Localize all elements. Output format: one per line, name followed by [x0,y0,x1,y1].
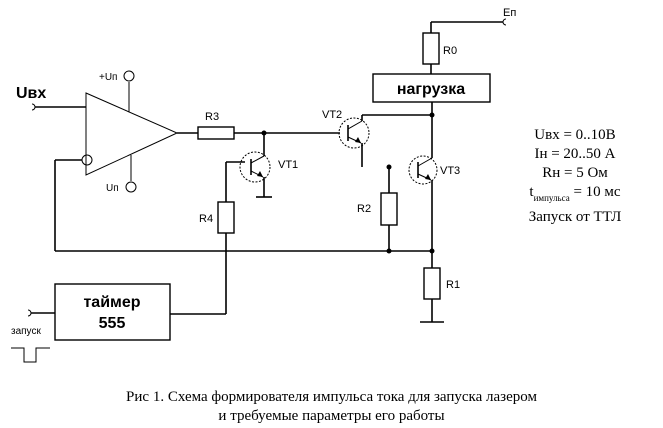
figure-caption: Рис 1. Схема формирователя импульса тока… [0,388,663,426]
caption-line1: Рис 1. Схема формирователя импульса тока… [126,389,537,405]
junction-dot [429,248,435,254]
param-r-load: Rн = 5 Ом [542,165,608,181]
minus-supply-label: Uп [106,183,119,194]
param-pulse-duration: tимпульса = 10 мс [505,183,645,208]
resistor-r3 [197,126,235,140]
timer-555-block [54,283,171,341]
transistor-vt1 [225,133,272,202]
load-label: нагрузка [397,81,465,98]
vt2-label: VT2 [322,109,342,121]
load-block [372,73,491,103]
junction-dot [386,248,392,254]
param-i-load: Iн = 20..50 А [534,146,616,162]
t-subscript: импульса [533,193,570,203]
resistor-r1 [423,267,441,300]
r2-label: R2 [357,203,371,215]
timer-label-line1: таймер [83,294,140,311]
inverting-input-marker [81,154,93,166]
transistor-vt2 [338,114,432,167]
parameters-block: Uвх = 0..10В Iн = 20..50 А Rн = 5 Ом tим… [505,126,645,227]
t-value: = 10 мс [569,184,621,200]
resistor-r2 [380,192,398,226]
supply-label: Eп [503,7,516,19]
trigger-terminal [27,309,32,317]
param-trigger: Запуск от ТТЛ [528,209,622,225]
timer-label-line2: 555 [99,315,126,332]
r4-label: R4 [199,213,213,225]
param-u-in: Uвх = 0..10В [534,127,616,143]
r1-label: R1 [446,279,460,291]
r0-label: R0 [443,45,457,57]
t-symbol: t [529,184,534,200]
minus-supply-terminal [125,181,137,193]
vt3-label: VT3 [440,165,460,177]
trigger-label: запуск [11,326,41,337]
resistor-r4 [217,201,235,234]
plus-supply-terminal [123,70,135,82]
r3-label: R3 [205,111,219,123]
supply-terminal [502,18,507,26]
input-terminal [31,103,36,111]
caption-line2: и требуемые параметры его работы [218,408,445,424]
vt1-label: VT1 [278,159,298,171]
trigger-pulse-icon [11,347,50,363]
resistor-r0 [422,32,440,65]
op-amp [81,70,179,193]
plus-supply-label: +Uп [99,72,117,83]
input-voltage-label: Uвх [16,85,46,102]
